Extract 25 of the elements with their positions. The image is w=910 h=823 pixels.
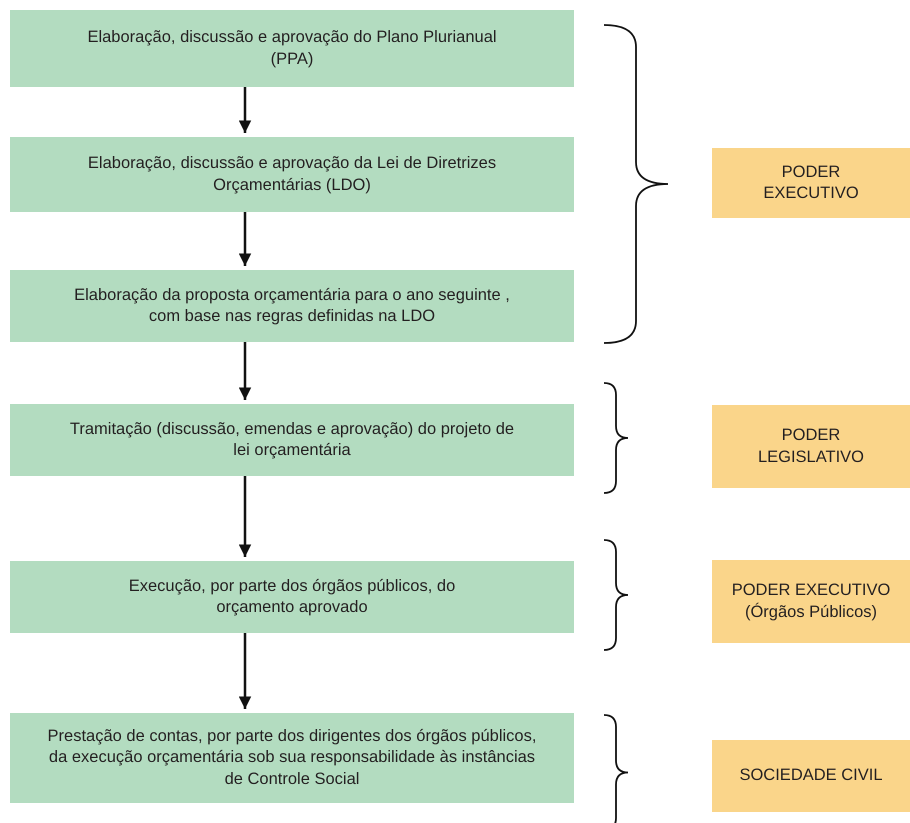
actor-box (712, 560, 910, 643)
process-box (10, 713, 574, 803)
box-text: Execução, por parte dos órgãos públicos, do orçamento aprovado (128, 576, 456, 618)
box-text: PODER LEGISLATIVO (756, 425, 866, 468)
box-text: Elaboração, discussão e aprovação da Lei de Diretrizes Orçamentárias (LDO) (86, 153, 498, 196)
process-box (10, 404, 574, 476)
process-box (10, 561, 574, 633)
arrow (238, 87, 252, 133)
box-text: Prestação de contas, por parte dos dirigentes dos órgãos públicos, da execução orçamentária sob sua responsabilidade às instâncias de Controle Social (46, 726, 538, 790)
arrow (238, 476, 252, 557)
box-text: Tramitação (discussão, emendas e aprovação) do projeto de lei orçamentária (68, 418, 516, 461)
actor-box (712, 148, 910, 218)
box-text: PODER EXECUTIVO (Órgãos Públicos) (730, 580, 892, 622)
box-text: Elaboração da proposta orçamentária para o ano seguinte , com base nas regras definidas na LDO (73, 284, 511, 327)
process-box (10, 270, 574, 342)
actor-box (712, 740, 910, 812)
box-text: PODER EXECUTIVO (762, 162, 860, 204)
process-box (10, 10, 574, 87)
arrow (238, 633, 252, 709)
arrow (238, 212, 252, 266)
actor-box (712, 405, 910, 488)
box-text: Elaboração, discussão e aprovação do Plano Plurianual (PPA) (86, 27, 498, 70)
box-text: SOCIEDADE CIVIL (739, 765, 883, 786)
process-box (10, 137, 574, 212)
arrow (238, 342, 252, 400)
